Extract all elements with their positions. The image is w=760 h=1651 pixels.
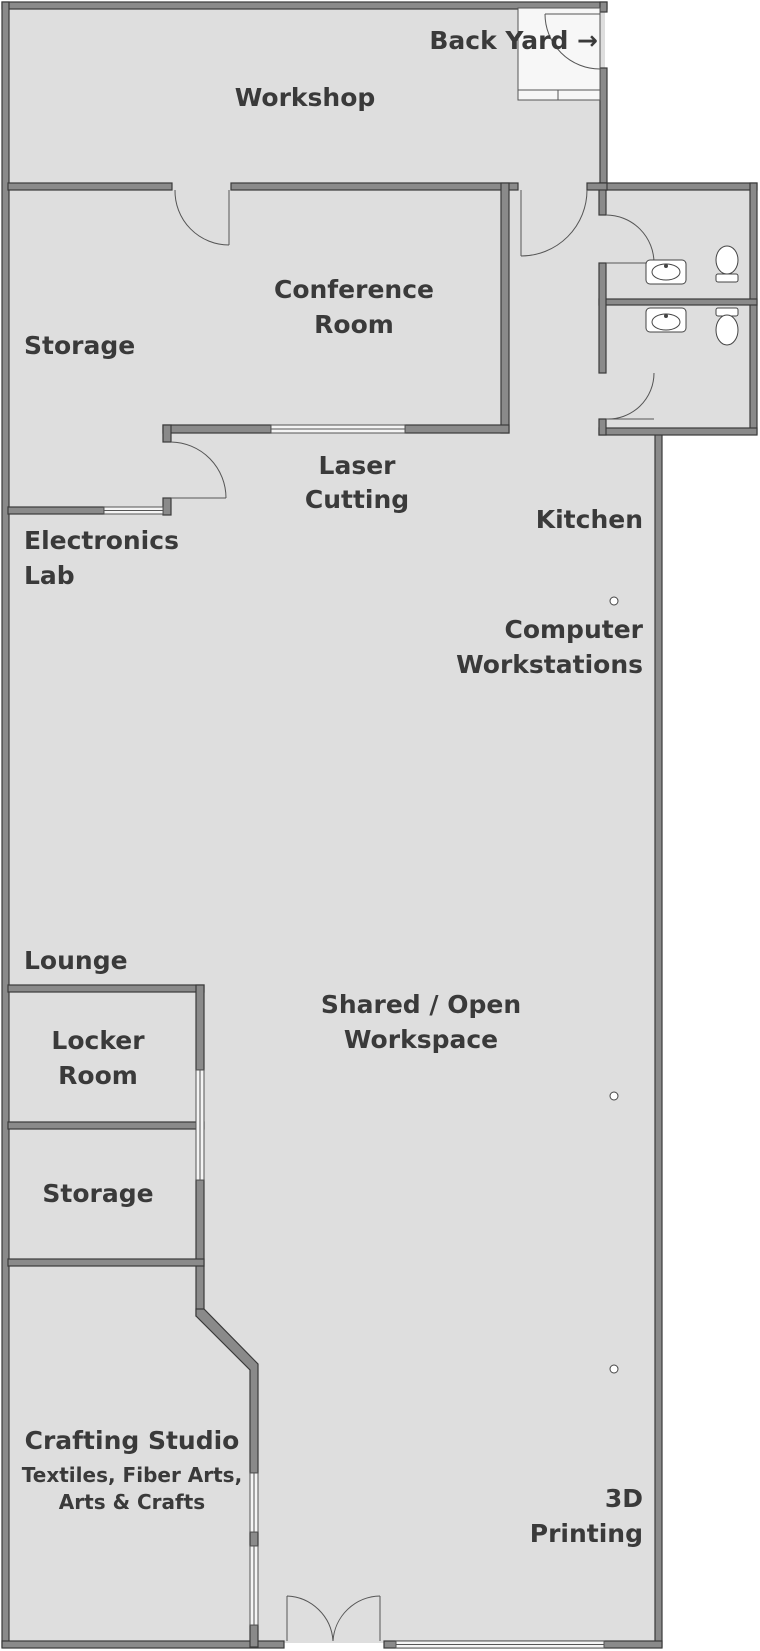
label-kitchen: Kitchen [536, 505, 643, 534]
label-crafting-studio-sub1: Textiles, Fiber Arts, [22, 1463, 242, 1487]
label-computer-workstations-2: Workstations [456, 650, 643, 679]
label-shared-workspace: Shared / Open [321, 990, 521, 1019]
toilet-icon [715, 307, 739, 346]
column-icon [609, 596, 619, 1374]
label-back-yard[interactable]: Back Yard → [429, 26, 598, 55]
label-laser-cutting-2: Cutting [305, 485, 409, 514]
sink-icon [645, 307, 687, 333]
doors [170, 189, 655, 1642]
label-storage-bottom: Storage [42, 1179, 153, 1208]
label-3d-printing-2: Printing [530, 1519, 643, 1548]
label-computer-workstations: Computer [504, 615, 643, 644]
label-shared-workspace-2: Workspace [344, 1025, 498, 1054]
label-locker-room-2: Room [58, 1061, 138, 1090]
label-3d-printing: 3D [605, 1484, 643, 1513]
label-crafting-studio-sub2: Arts & Crafts [59, 1490, 205, 1514]
sink-icon [645, 259, 687, 285]
label-laser-cutting: Laser [319, 451, 397, 480]
label-workshop: Workshop [235, 83, 376, 112]
label-locker-room: Locker [51, 1026, 145, 1055]
label-lounge: Lounge [24, 946, 128, 975]
label-crafting-studio: Crafting Studio [25, 1426, 240, 1455]
windows [103, 424, 605, 1649]
label-electronics-lab: Electronics [24, 526, 179, 555]
label-conference-room-2: Room [314, 310, 394, 339]
floor-area [8, 8, 752, 1643]
label-conference-room: Conference [274, 275, 434, 304]
label-electronics-lab-2: Lab [24, 561, 75, 590]
label-storage-top: Storage [24, 331, 135, 360]
room-labels: Workshop Back Yard → Conference Room Sto… [22, 26, 644, 1548]
back-yard-door [517, 7, 601, 101]
toilet-icon [715, 245, 739, 283]
